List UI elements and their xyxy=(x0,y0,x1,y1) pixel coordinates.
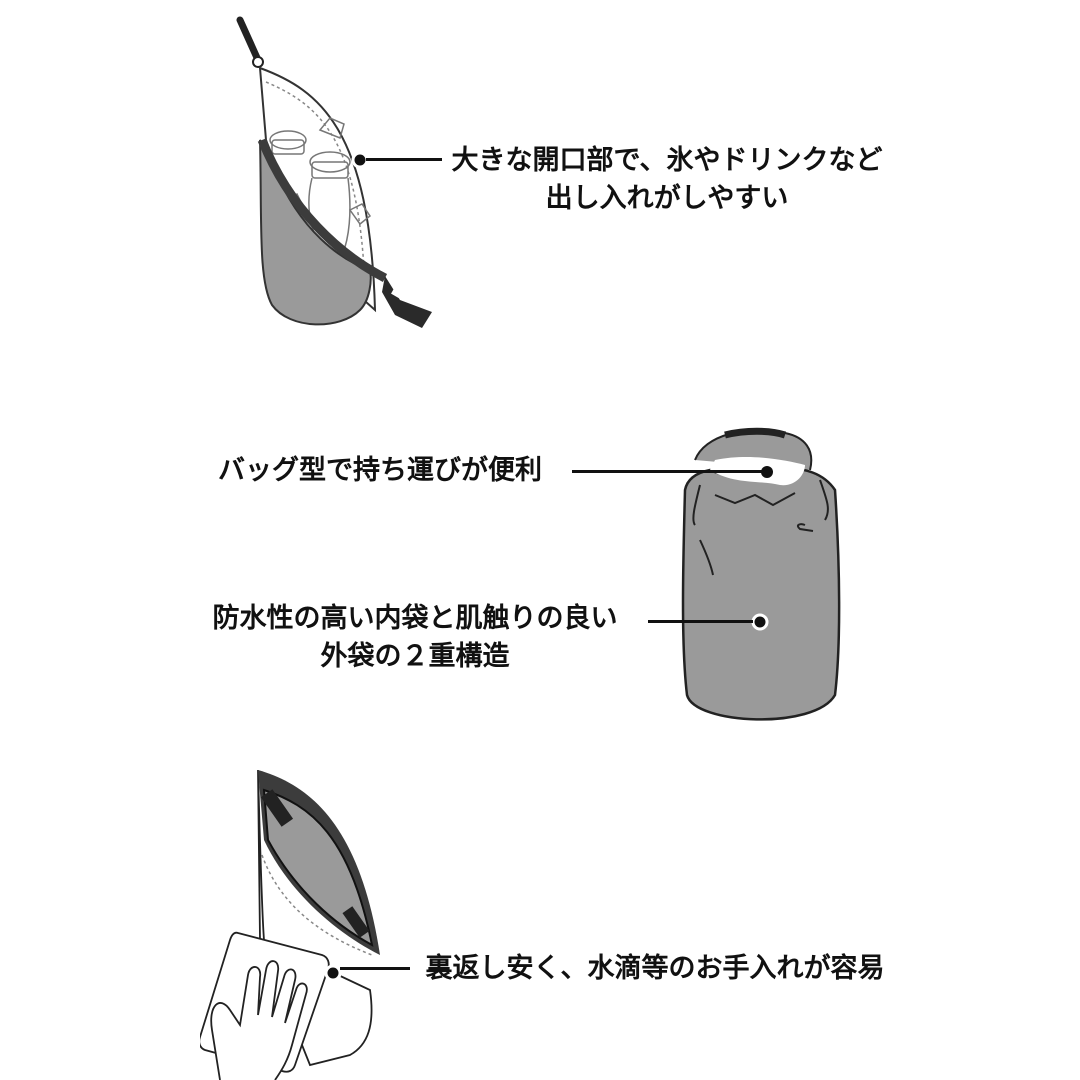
feature-caption-bag-shape: バッグ型で持ち運びが便利 xyxy=(205,452,555,490)
leader-line-3 xyxy=(648,620,753,623)
leader-line-1 xyxy=(366,158,442,161)
caption-line: バッグ型で持ち運びが便利 xyxy=(218,455,542,486)
feature-caption-easy-care: 裏返し安く、水滴等のお手入れが容易 xyxy=(415,950,895,988)
leader-line-4 xyxy=(340,967,410,970)
caption-line: 出し入れがしやすい xyxy=(545,183,789,214)
caption-line: 防水性の高い内袋と肌触りの良い xyxy=(212,603,618,634)
caption-line: 大きな開口部で、氷やドリンクなど xyxy=(451,145,883,176)
open-bag-bottles-illustration xyxy=(236,16,432,328)
caption-line: 裏返し安く、水滴等のお手入れが容易 xyxy=(425,953,885,984)
leader-line-2 xyxy=(572,470,762,473)
feature-caption-wide-opening: 大きな開口部で、氷やドリンクなど 出し入れがしやすい xyxy=(447,142,887,218)
rolltop-dry-bag-illustration xyxy=(681,427,841,721)
inside-out-bag-cloth-illustration xyxy=(200,769,380,1080)
caption-line: 外袋の２重構造 xyxy=(320,641,510,672)
feature-caption-double-structure: 防水性の高い内袋と肌触りの良い 外袋の２重構造 xyxy=(195,600,635,676)
